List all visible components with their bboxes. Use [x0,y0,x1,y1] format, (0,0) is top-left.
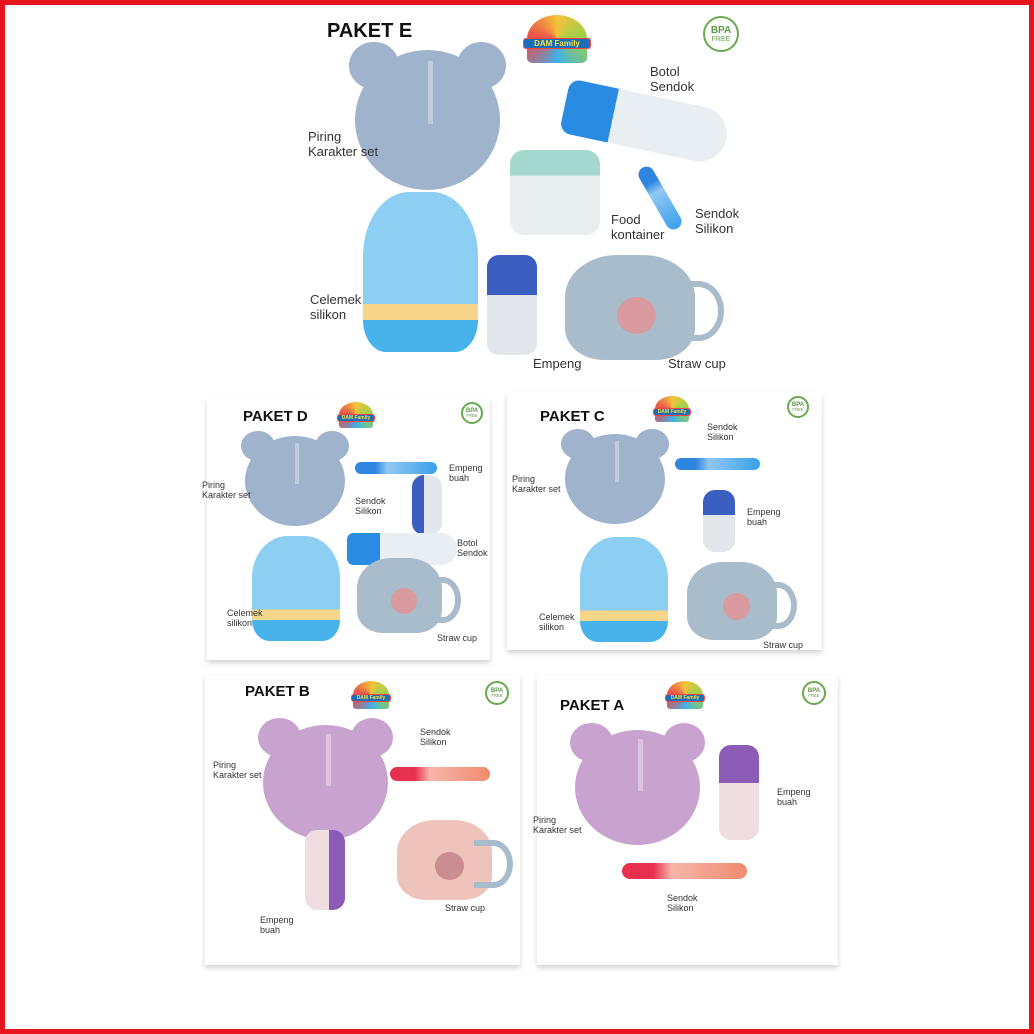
paket-title: PAKET D [243,408,308,425]
label-empeng: Empeng buah [260,915,294,936]
fruit-feeder [719,745,759,840]
fruit-feeder [487,255,537,355]
label-sendok: Sendok Silikon [707,422,738,443]
silicone-spoon [390,767,490,781]
paket-title: PAKET C [540,408,605,425]
straw-cup [397,820,513,900]
label-cup: Straw cup [763,640,804,650]
food-container [510,150,600,235]
label-cup: Straw cup [668,356,726,371]
silicone-spoon [675,458,760,470]
character-plate [258,718,393,840]
straw-cup [357,558,461,633]
fruit-feeder [305,830,345,910]
silicone-spoon [355,462,437,474]
label-sendok: Sendok Silikon [420,727,451,748]
silicone-bib [580,537,668,642]
label-empeng: Empeng [533,356,582,371]
badge-text: FREE [491,692,503,698]
label-empeng: Empeng buah [777,787,811,808]
badge-text: BPA [807,687,821,694]
label-cup: Straw cup [445,903,486,913]
brand-logo: DAM Family [350,681,392,709]
fruit-feeder [412,475,442,535]
label-food: Food kontainer [611,212,665,242]
straw-cup [687,562,797,640]
label-piring: Piring Karakter set [213,760,262,781]
label-sendok: Sendok Silikon [667,893,698,914]
label-piring: Piring Karakter set [512,474,561,495]
straw-cup [565,255,724,360]
paket-title: PAKET E [327,20,413,42]
silicone-bib [252,536,340,641]
badge-text: FREE [808,692,820,698]
character-plate [241,430,349,526]
badge-text: BPA [710,24,732,36]
character-plate [561,428,669,524]
label-empeng: Empeng buah [449,463,483,484]
label-sendok: Sendok Silikon [355,496,386,517]
paket-title: PAKET A [560,697,625,714]
label-piring: Piring Karakter set [308,129,379,159]
label-celemek: Celemek silikon [227,608,263,629]
label-cup: Straw cup [437,633,478,643]
character-plate [349,41,506,190]
label-empeng: Empeng buah [747,507,781,528]
fruit-feeder [703,490,735,552]
brand-logo: DAM Family [523,15,591,63]
label-piring: Piring Karakter set [533,815,582,836]
label-piring: Piring Karakter set [202,480,251,501]
badge-text: BPA [465,407,479,414]
label-celemek: Celemek silikon [539,612,575,633]
paket-title: PAKET B [245,683,310,700]
badge-text: FREE [711,35,731,43]
brand-logo: DAM Family [336,402,376,428]
label-botol: Botol Sendok [650,64,695,94]
label-sendok: Sendok Silikon [695,206,740,236]
label-botol: Botol Sendok [457,538,488,559]
badge-text: FREE [466,412,478,418]
label-celemek: Celemek silikon [310,292,362,322]
silicone-bib [363,192,478,352]
badge-text: BPA [490,687,504,694]
badge-text: BPA [791,401,805,408]
silicone-spoon [622,863,747,879]
brand-logo: DAM Family [664,681,706,709]
badge-text: FREE [792,406,804,412]
brand-logo: DAM Family [652,396,692,422]
character-plate [570,723,705,845]
